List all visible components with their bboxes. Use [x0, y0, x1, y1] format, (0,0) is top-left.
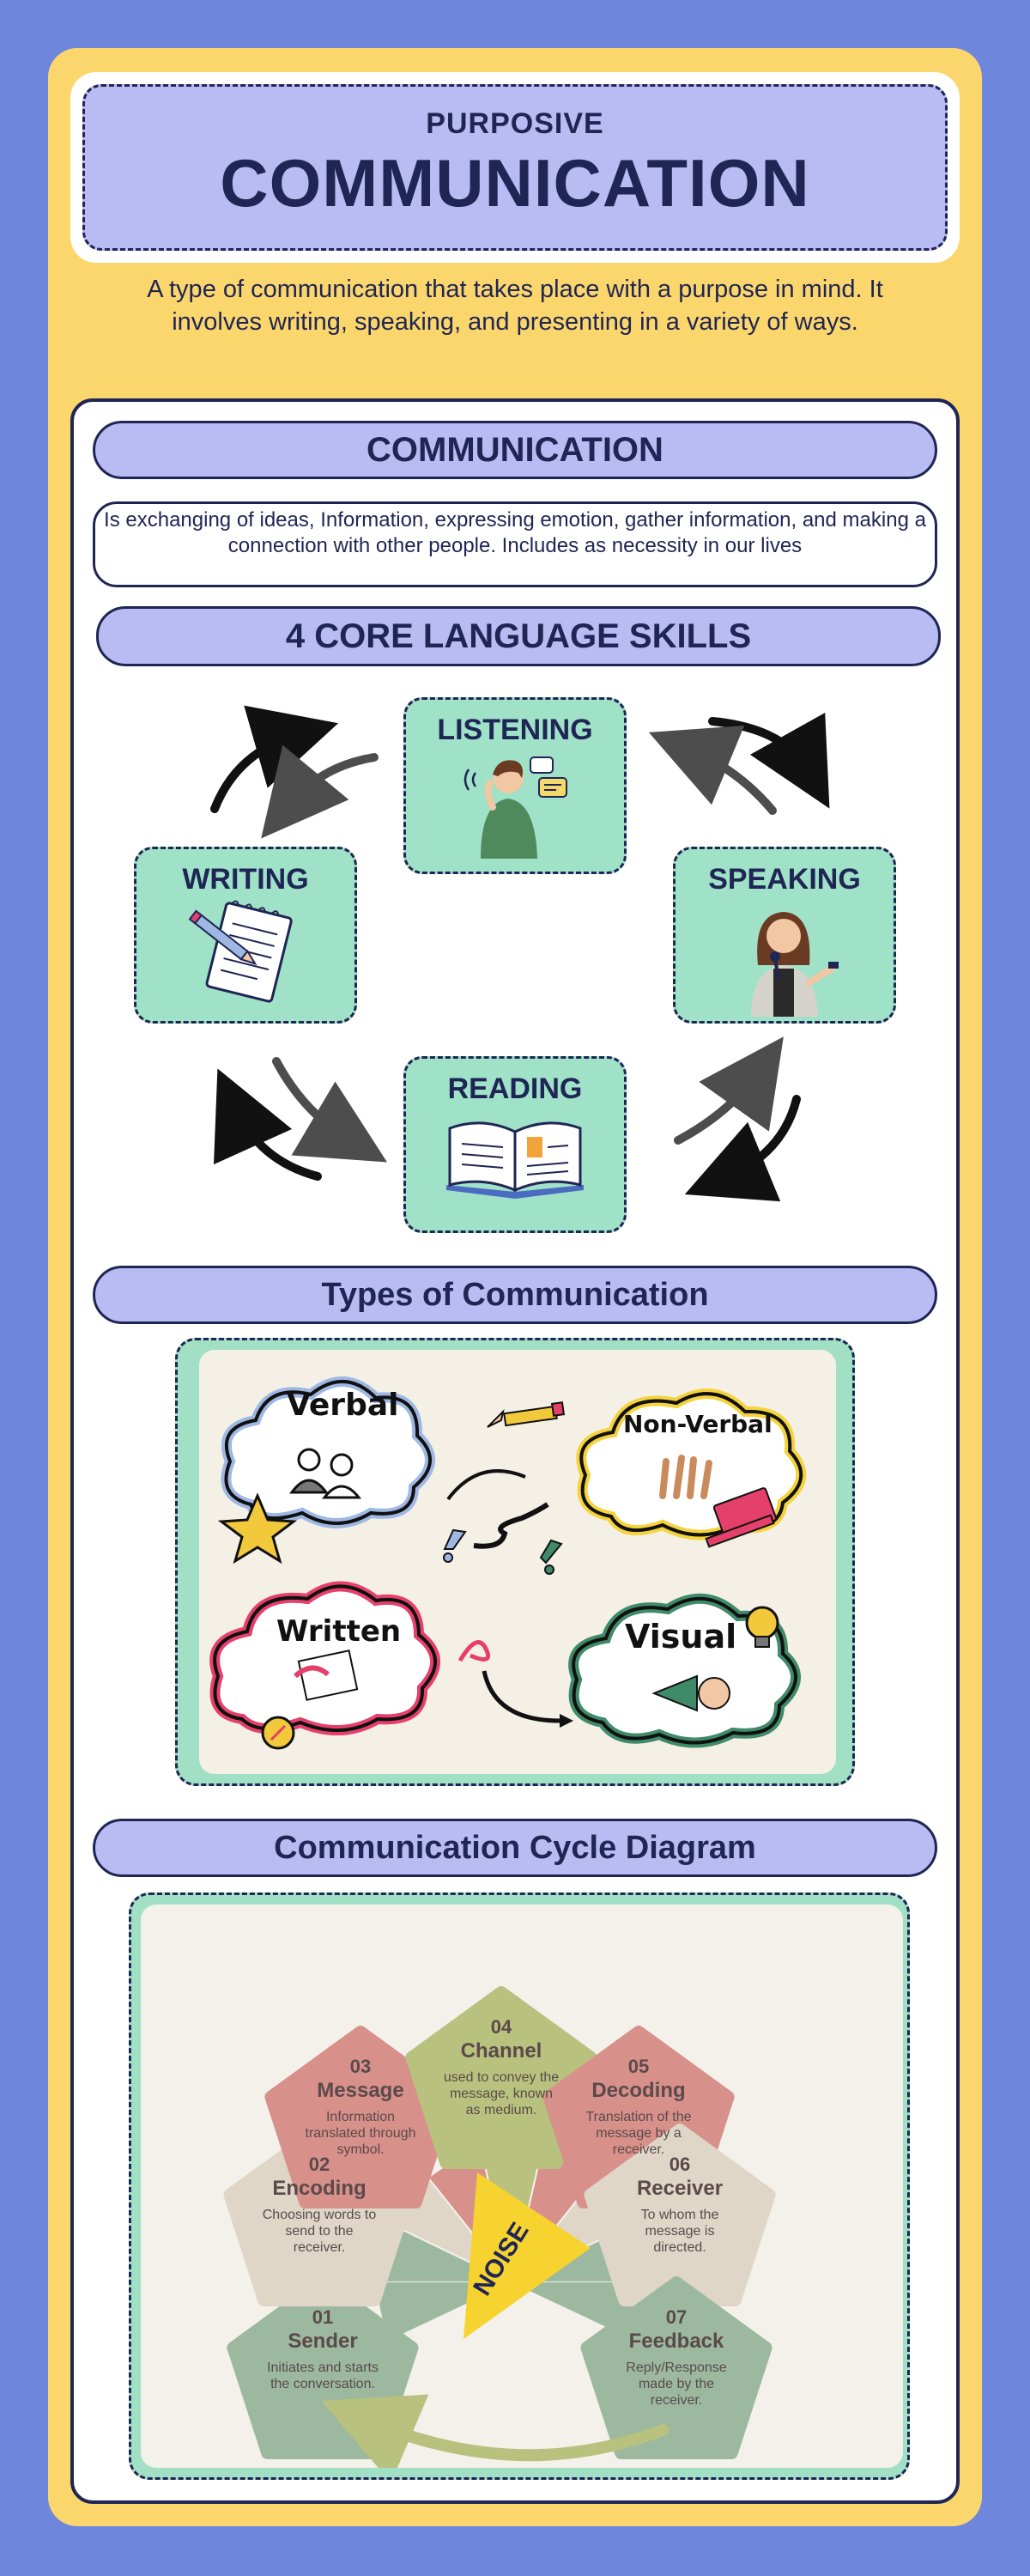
communication-definition: Is exchanging of ideas, Information, exp… — [93, 501, 937, 587]
person-microphone-icon — [751, 912, 839, 1017]
verbal-cloud — [221, 1376, 435, 1528]
written-cloud — [209, 1581, 440, 1735]
arrow-speaking-to-reading — [684, 1095, 801, 1202]
skill-card-reading: READING — [403, 1056, 627, 1233]
cycle-step-title: Channel — [460, 2039, 542, 2063]
type-label-verbal: Verbal — [287, 1388, 399, 1423]
arrow-writing-to-reading — [272, 1057, 388, 1163]
arrow-reading-to-writing — [214, 1068, 322, 1181]
open-book-icon — [446, 1121, 584, 1199]
cycle-step-description: Translation of the message by a receiver… — [585, 2110, 692, 2157]
compass-icon — [261, 1716, 295, 1750]
cycle-return-arrow — [321, 2394, 669, 2468]
type-label-visual: Visual — [625, 1618, 737, 1656]
notepad-pencil-icon — [188, 900, 293, 1003]
type-label-non-verbal: Non-Verbal — [623, 1410, 772, 1438]
cycle-step-description: To whom the message is directed. — [640, 2208, 719, 2255]
arrow-listening-to-speaking — [708, 712, 830, 809]
cycle-heading: Communication Cycle Diagram — [93, 1819, 937, 1877]
cycle-step-number: 03 — [349, 2056, 372, 2077]
arrow-listening-to-writing — [261, 744, 379, 839]
cycle-step-title: Message — [317, 2079, 404, 2102]
skills-cycle-arrows — [210, 705, 830, 1202]
laptop-icon — [705, 1487, 778, 1548]
cycle-step-description: used to convey the message, known as med… — [443, 2070, 560, 2117]
skill-card-listening: LISTENING — [403, 697, 627, 874]
person-listening-icon — [464, 756, 567, 859]
skill-card-writing: WRITING — [134, 847, 357, 1024]
communication-heading: COMMUNICATION — [93, 421, 937, 479]
arrow-reading-to-speaking — [674, 1036, 784, 1145]
cycle-step-channel — [405, 1986, 597, 2169]
cycle-step-title: Receiver — [636, 2177, 724, 2200]
noise-triangle — [464, 2172, 591, 2339]
cycle-diagram: NOISE — [223, 1986, 776, 2468]
cycle-step-description: Reply/Response made by the receiver. — [626, 2360, 727, 2408]
title-kicker: PURPOSIVE — [426, 107, 604, 140]
arrow-writing-to-listening — [210, 705, 339, 813]
arrow-speaking-to-listening — [648, 725, 777, 815]
cycle-step-number: 04 — [490, 2016, 512, 2038]
cycle-step-description: Information translated through symbol. — [305, 2110, 416, 2157]
pencil-icon — [487, 1401, 566, 1428]
cycle-step-description: Initiates and starts the conversation. — [267, 2360, 379, 2391]
cycle-step-number: 01 — [312, 2306, 334, 2328]
cycle-step-number: 07 — [665, 2306, 688, 2328]
intro-text: A type of communication that takes place… — [147, 276, 883, 336]
cycle-step-feedback — [580, 2276, 772, 2459]
types-illustration — [209, 1376, 807, 1750]
star-icon — [217, 1492, 298, 1564]
types-heading: Types of Communication — [93, 1266, 937, 1324]
exclamation-icon — [443, 1528, 563, 1575]
cycle-step-number: 05 — [627, 2056, 650, 2077]
cycle-step-number: 02 — [308, 2154, 330, 2175]
type-label-written: Written — [276, 1614, 402, 1649]
skill-label: SPEAKING — [708, 863, 861, 896]
skill-card-speaking: SPEAKING — [673, 847, 896, 1024]
skills-heading: 4 CORE LANGUAGE SKILLS — [96, 606, 941, 666]
cycle-step-number: 06 — [669, 2154, 691, 2175]
lightbulb-icon — [745, 1606, 779, 1648]
cycle-step-title: Encoding — [272, 2177, 367, 2200]
cycle-step-title: Feedback — [628, 2330, 724, 2353]
skill-label: WRITING — [182, 863, 309, 896]
cycle-step-description: Choosing words to send to the receiver. — [262, 2208, 377, 2255]
page-title: COMMUNICATION — [220, 145, 810, 221]
cycle-step-title: Decoding — [591, 2079, 686, 2102]
skill-label: LISTENING — [437, 714, 593, 746]
title-banner: PURPOSIVE COMMUNICATION — [82, 84, 948, 251]
cycle-step-title: Sender — [288, 2330, 358, 2353]
skill-label: READING — [447, 1072, 583, 1105]
